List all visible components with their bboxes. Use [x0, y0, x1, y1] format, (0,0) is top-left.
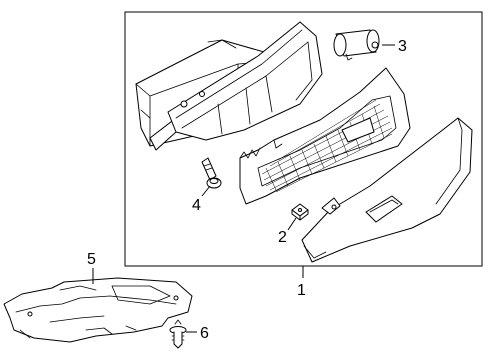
screw-part — [201, 157, 222, 189]
glove-box-door — [301, 117, 473, 263]
callout-6: 6 — [200, 325, 209, 342]
push-clip-part — [169, 319, 187, 349]
insulator-panel — [3, 277, 193, 343]
callout-4: 4 — [192, 197, 201, 214]
callout-3: 3 — [398, 38, 407, 55]
leader-4 — [201, 185, 211, 197]
glove-box-bin — [135, 21, 323, 151]
clip-part — [291, 203, 309, 221]
leader-2 — [287, 217, 297, 231]
callout-1: 1 — [297, 282, 306, 299]
callout-2: 2 — [278, 229, 287, 246]
glove-box-frame — [239, 67, 411, 205]
damper-part — [333, 29, 380, 61]
callout-5: 5 — [87, 251, 96, 268]
